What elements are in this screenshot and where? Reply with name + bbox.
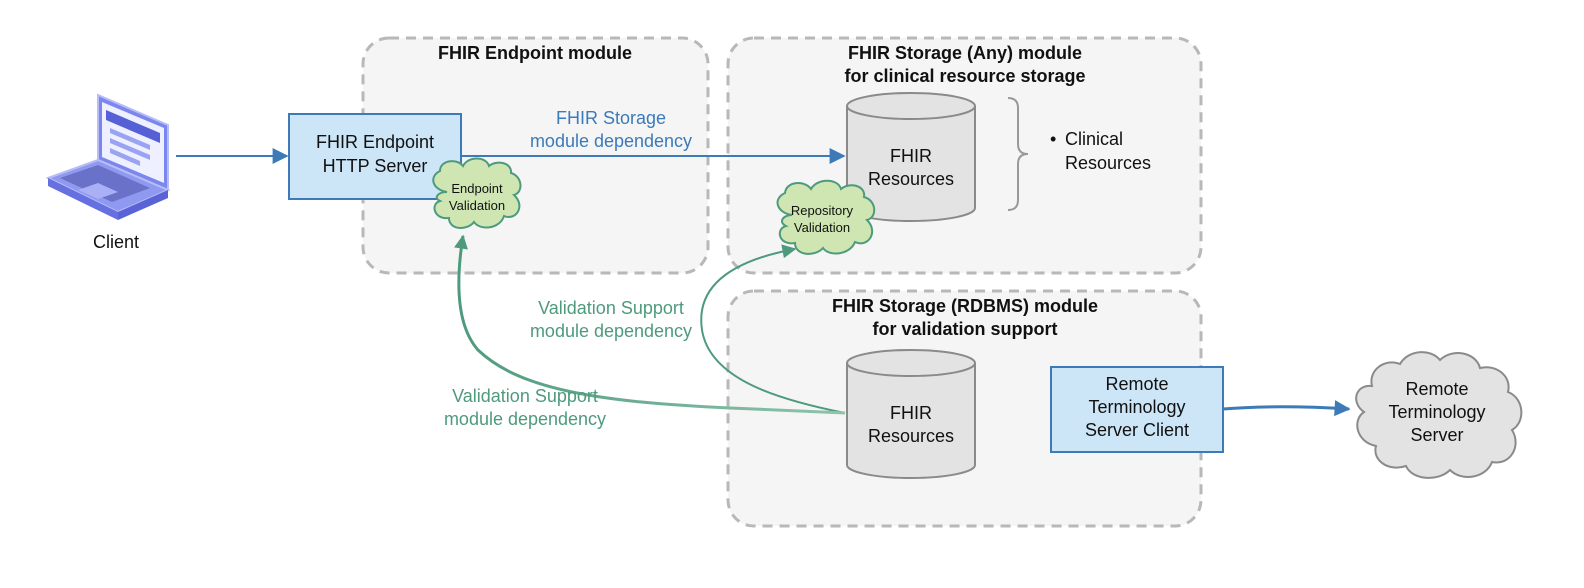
clinical-resources-bullet: • (1050, 129, 1056, 149)
endpoint-validation-label-line1: Endpoint (451, 181, 503, 196)
fhir-resources-rdbms-label-line1: FHIR (890, 403, 932, 423)
fhir-resources-any-label-line2: Resources (868, 169, 954, 189)
fhir-resources-rdbms-cylinder: FHIR Resources (846, 349, 976, 479)
endpoint-validation-label-line2: Validation (449, 198, 505, 213)
clinical-resources-line2: Resources (1065, 153, 1151, 173)
storage-dependency-label-line1: FHIR Storage (556, 108, 666, 128)
repository-validation-label-line2: Validation (794, 220, 850, 235)
validation-dependency-repo-label-line2: module dependency (530, 321, 692, 341)
storage-dependency-label-line2: module dependency (530, 131, 692, 151)
clinical-resources-line1: Clinical (1065, 129, 1123, 149)
clinical-resources-list: • Clinical Resources (1050, 129, 1151, 173)
repository-validation-label-line1: Repository (791, 203, 854, 218)
storage-rdbms-module-title: FHIR Storage (RDBMS) module (832, 296, 1098, 316)
fhir-resources-rdbms-label-line2: Resources (868, 426, 954, 446)
validation-dependency-to-endpoint-arrow (454, 234, 846, 415)
client-label: Client (93, 232, 139, 252)
storage-any-module-subtitle: for clinical resource storage (844, 66, 1085, 86)
remote-server-label-line2: Terminology (1388, 402, 1485, 422)
storage-any-module-title: FHIR Storage (Any) module (848, 43, 1082, 63)
laptop-icon (45, 93, 171, 220)
remote-server-label-line1: Remote (1405, 379, 1468, 399)
remote-server-label-line3: Server (1410, 425, 1463, 445)
http-server-label-line2: HTTP Server (323, 156, 428, 176)
fhir-resources-any-label-line1: FHIR (890, 146, 932, 166)
http-server-node: FHIR Endpoint HTTP Server (288, 113, 462, 200)
remote-client-label-line3: Server Client (1085, 420, 1189, 440)
validation-dependency-repo-label-line1: Validation Support (538, 298, 684, 318)
endpoint-validation-cloud: Endpoint Validation (432, 157, 522, 229)
curly-brace (1007, 97, 1029, 211)
fhir-resources-any-cylinder: FHIR Resources (846, 92, 976, 222)
remote-client-to-server-arrow (1222, 400, 1351, 417)
endpoint-module-title: FHIR Endpoint module (438, 43, 632, 63)
storage-rdbms-module-subtitle: for validation support (872, 319, 1057, 339)
http-server-label-line1: FHIR Endpoint (316, 132, 434, 152)
repository-validation-cloud: Repository Validation (776, 179, 876, 255)
remote-terminology-client-node: Remote Terminology Server Client (1050, 366, 1224, 453)
remote-client-label-line2: Terminology (1088, 397, 1185, 417)
remote-terminology-server-cloud: Remote Terminology Server (1355, 351, 1523, 479)
validation-dependency-to-repository-arrow (700, 244, 846, 414)
validation-dependency-endpoint-label-line1: Validation Support (452, 386, 598, 406)
remote-client-label-line1: Remote (1105, 374, 1168, 394)
validation-dependency-endpoint-label-line2: module dependency (444, 409, 606, 429)
